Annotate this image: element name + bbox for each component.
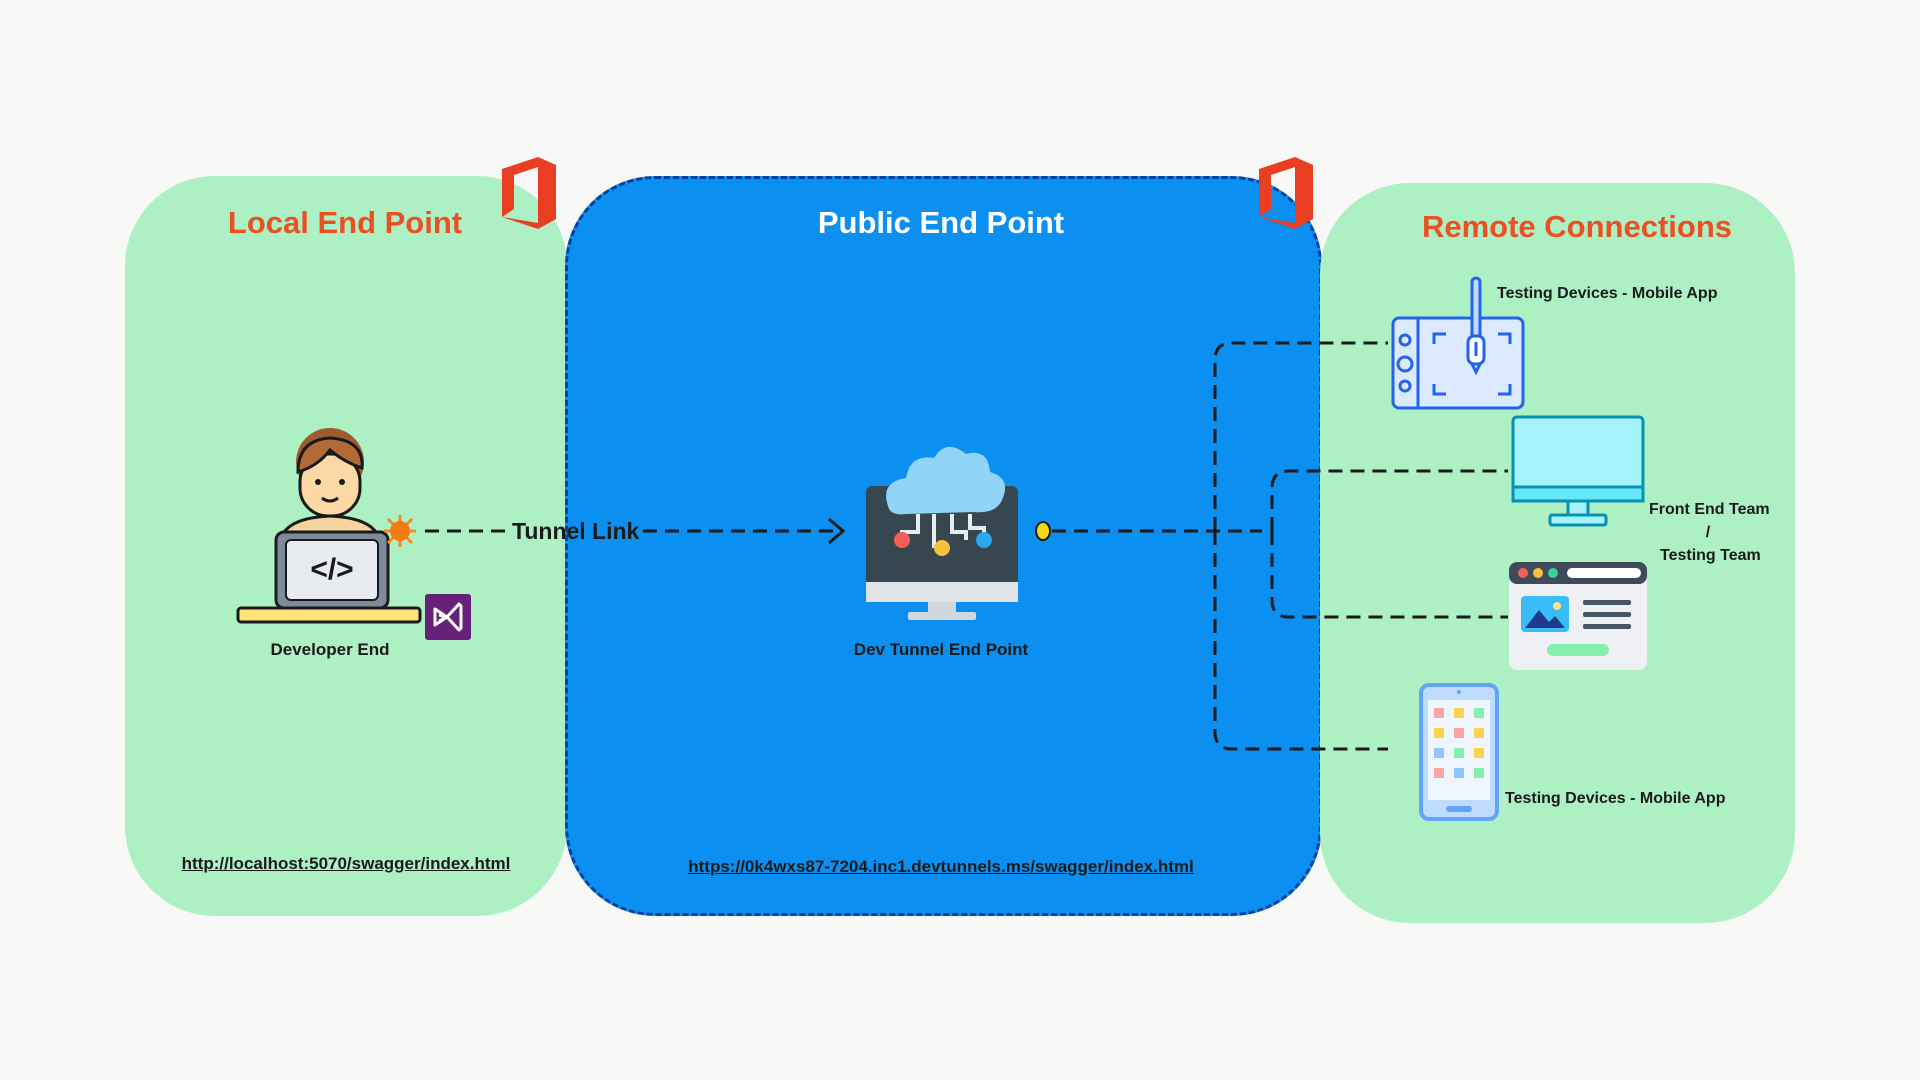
svg-text:</>: </> [310,553,353,586]
local-endpoint-url[interactable]: http://localhost:5070/swagger/index.html [181,854,511,873]
visual-studio-icon [425,594,471,640]
branch-line-browser [1270,531,1508,619]
office-logo-icon [502,157,556,229]
drawing-tablet-icon [1391,276,1525,410]
team-label-line3: Testing Team [1660,547,1761,564]
public-endpoint-title: Public End Point [817,205,1065,240]
web-browser-icon [1509,562,1647,670]
tunnel-arrow-head [828,517,846,545]
phone-device-label: Testing Devices - Mobile App [1505,790,1726,807]
cloud-server-icon [866,446,1018,620]
branch-line-monitor [1270,469,1508,531]
remote-connections-panel [1320,183,1795,923]
local-endpoint-title: Local End Point [227,205,463,240]
team-label-line2: / [1705,524,1711,541]
dev-tunnel-endpoint-label: Dev Tunnel End Point [853,640,1029,659]
remote-connections-title: Remote Connections [1421,209,1733,244]
branch-line-phone [1213,531,1388,751]
team-label-line1: Front End Team [1649,501,1770,518]
developer-laptop-icon: </> [236,428,422,624]
mobile-phone-icon [1419,683,1499,821]
office-logo-icon [1259,157,1313,229]
tunnel-link-label: Tunnel Link [512,518,640,544]
tablet-device-label: Testing Devices - Mobile App [1497,285,1718,302]
endpoint-dot-icon [1035,521,1051,541]
connection-point-icon [384,515,416,547]
developer-end-label: Developer End [270,640,390,659]
branch-line-tablet [1213,341,1388,531]
desktop-monitor-icon [1511,415,1645,527]
public-endpoint-url[interactable]: https://0k4wxs87-7204.inc1.devtunnels.ms… [688,857,1194,876]
